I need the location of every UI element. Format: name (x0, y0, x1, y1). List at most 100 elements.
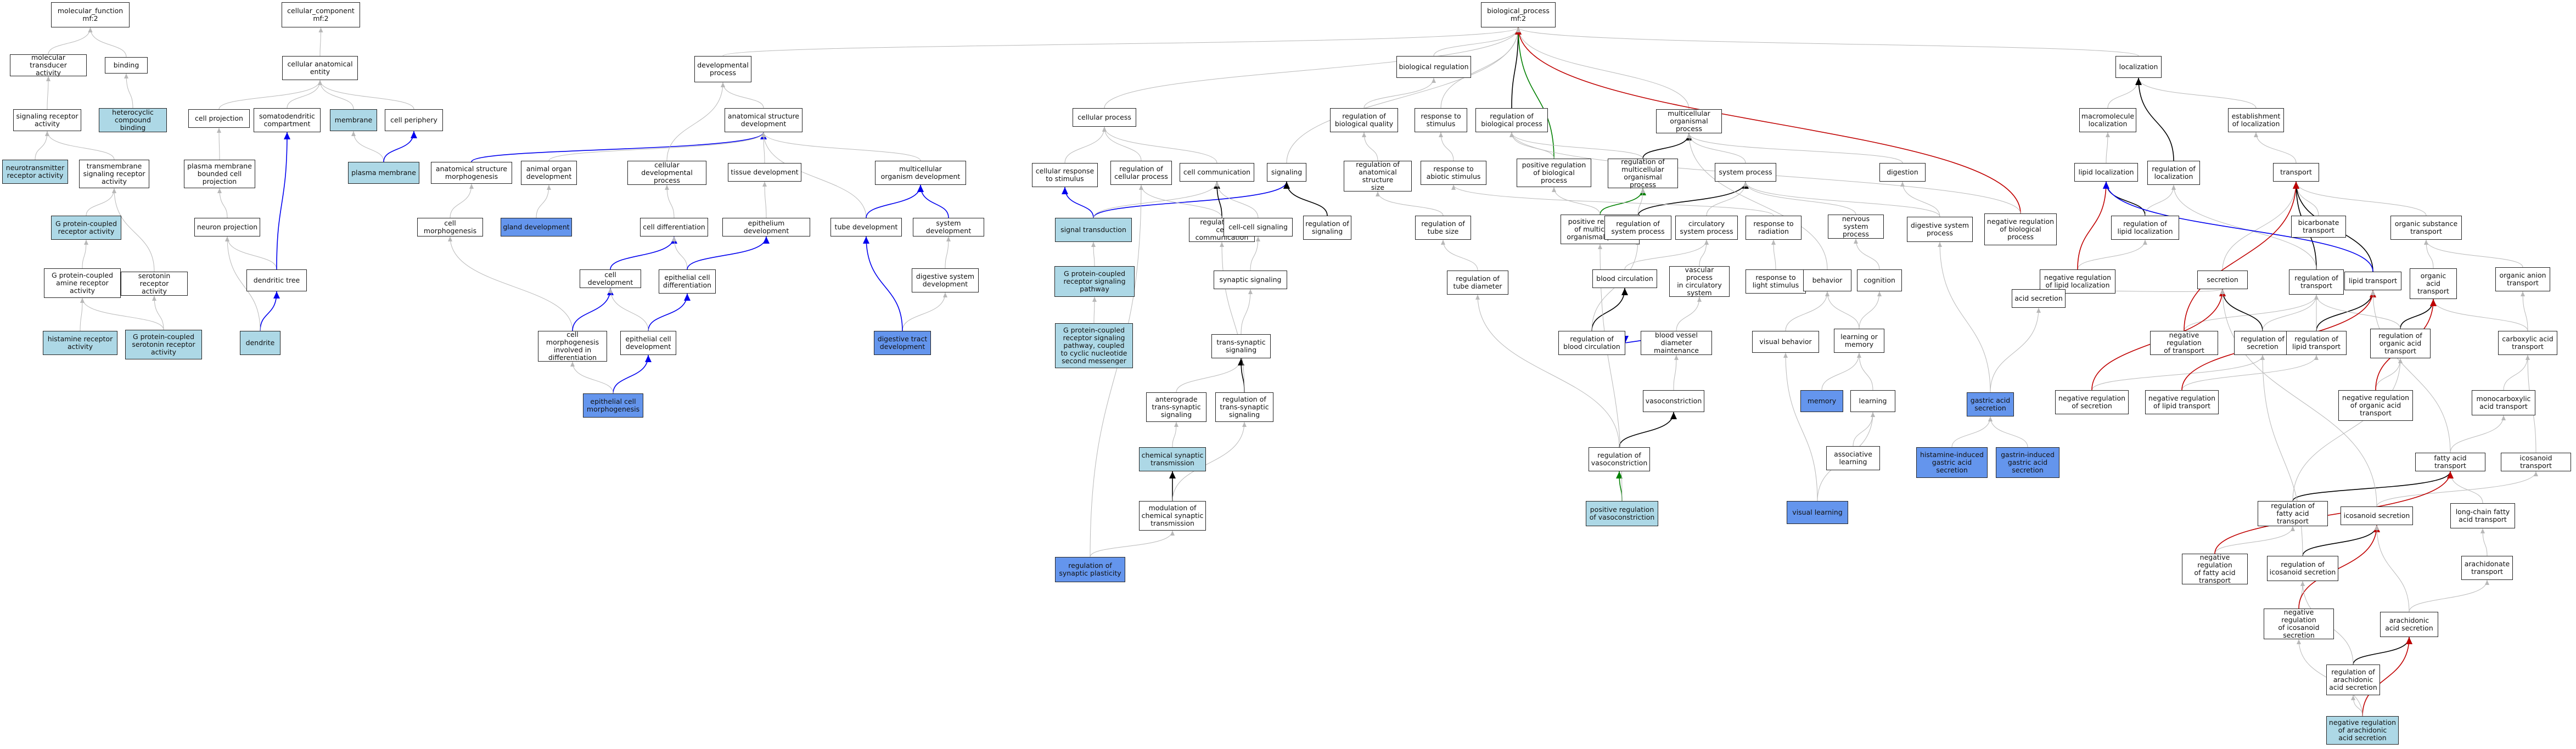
go-term-node[interactable]: somatodendritic compartment (254, 108, 321, 132)
go-term-node[interactable]: negative regulation of biological proces… (1984, 213, 2057, 245)
go-term-node[interactable]: regulation of tube diameter (1447, 271, 1508, 295)
go-term-node[interactable]: cell periphery (385, 109, 443, 131)
go-term-node[interactable]: tube development (830, 218, 902, 236)
go-term-node[interactable]: multicellular organismal process (1656, 109, 1722, 133)
go-term-node[interactable]: cellular process (1073, 108, 1136, 127)
go-term-node[interactable]: positive regulation of biological proces… (1517, 159, 1591, 187)
go-term-node[interactable]: gastrin-induced gastric acid secretion (1996, 447, 2059, 478)
go-term-node[interactable]: system development (913, 218, 984, 236)
go-term-node[interactable]: cell morphogenesis (417, 218, 483, 236)
go-term-node[interactable]: response to radiation (1746, 216, 1801, 240)
go-term-node[interactable]: negative regulation of organic acid tran… (2338, 390, 2413, 421)
go-term-node[interactable]: chemical synaptic transmission (1139, 447, 1206, 471)
go-term-node[interactable]: regulation of biological quality (1330, 108, 1398, 132)
go-term-node[interactable]: neurotransmitter receptor activity (2, 160, 68, 184)
go-term-node[interactable]: negative regulation of transport (2150, 331, 2218, 355)
go-term-node[interactable]: regulation of arachidonic acid secretion (2326, 664, 2380, 695)
go-term-node[interactable]: synaptic signaling (1214, 271, 1287, 289)
go-term-node[interactable]: lipid localization (2074, 163, 2138, 182)
go-term-node[interactable]: learning (1850, 390, 1895, 412)
go-term-node[interactable]: regulation of transport (2289, 269, 2344, 295)
go-term-node[interactable]: regulation of vasoconstriction (1589, 447, 1650, 471)
go-term-node[interactable]: regulation of multicellular organismal p… (1608, 158, 1678, 189)
go-term-node[interactable]: gastric acid secretion (1967, 392, 2014, 416)
go-term-node[interactable]: cognition (1857, 269, 1902, 291)
go-term-node[interactable]: G protein-coupled receptor activity (51, 216, 121, 240)
go-term-node[interactable]: lipid transport (2344, 272, 2401, 290)
go-term-node[interactable]: tissue development (728, 163, 801, 182)
go-term-node[interactable]: regulation of anatomical structure size (1344, 161, 1412, 192)
go-term-node[interactable]: vasoconstriction (1643, 390, 1704, 412)
go-term-node[interactable]: G protein-coupled serotonin receptor act… (125, 330, 202, 359)
go-term-node[interactable]: negative regulation of secretion (2055, 390, 2129, 414)
go-term-node[interactable]: response to stimulus (1415, 108, 1467, 132)
go-term-node[interactable]: G protein-coupled receptor signaling pat… (1055, 323, 1133, 368)
go-term-node[interactable]: digestion (1879, 163, 1926, 182)
go-term-node[interactable]: cellular_component mf:2 (282, 2, 360, 27)
go-term-node[interactable]: regulation of lipid transport (2286, 331, 2347, 355)
go-term-node[interactable]: dendrite (240, 331, 280, 355)
go-term-node[interactable]: regulation of localization (2147, 161, 2200, 185)
go-term-node[interactable]: macromolecule localization (2079, 108, 2136, 132)
go-term-node[interactable]: anatomical structure morphogenesis (431, 162, 512, 184)
go-term-node[interactable]: epithelium development (722, 218, 810, 236)
go-term-node[interactable]: regulation of signaling (1303, 216, 1351, 240)
go-term-node[interactable]: signaling receptor activity (13, 109, 81, 131)
go-term-node[interactable]: cellular response to stimulus (1032, 163, 1098, 187)
go-term-node[interactable]: cell-cell signaling (1224, 218, 1293, 236)
go-term-node[interactable]: transport (2273, 163, 2319, 182)
go-term-node[interactable]: epithelial cell morphogenesis (583, 393, 643, 418)
go-term-node[interactable]: gland development (501, 218, 572, 236)
go-term-node[interactable]: learning or memory (1834, 329, 1884, 353)
go-term-node[interactable]: anterograde trans-synaptic signaling (1146, 392, 1206, 422)
go-term-node[interactable]: regulation of system process (1604, 216, 1671, 240)
go-term-node[interactable]: transmembrane signaling receptor activit… (79, 160, 149, 188)
go-term-node[interactable]: icosanoid secretion (2341, 506, 2413, 525)
go-term-node[interactable]: arachidonate transport (2461, 556, 2513, 580)
go-term-node[interactable]: visual learning (1787, 501, 1848, 524)
go-term-node[interactable]: membrane (330, 109, 377, 131)
go-term-node[interactable]: arachidonic acid secretion (2380, 612, 2438, 637)
go-term-node[interactable]: positive regulation of vasoconstriction (1586, 501, 1658, 526)
go-term-node[interactable]: fatty acid transport (2415, 453, 2485, 471)
go-term-node[interactable]: response to abiotic stimulus (1421, 161, 1486, 185)
go-term-node[interactable]: molecular transducer activity (10, 54, 87, 77)
go-term-node[interactable]: nervous system process (1828, 215, 1884, 239)
go-term-node[interactable]: organic substance transport (2390, 216, 2462, 240)
go-term-node[interactable]: multicellular organism development (875, 161, 966, 185)
go-term-node[interactable]: animal organ development (521, 161, 577, 185)
go-term-node[interactable]: localization (2115, 56, 2162, 78)
go-term-node[interactable]: signaling (1267, 163, 1306, 182)
go-term-node[interactable]: blood vessel diameter maintenance (1641, 331, 1712, 355)
go-term-node[interactable]: negative regulation of fatty acid transp… (2182, 554, 2248, 584)
go-term-node[interactable]: binding (105, 57, 148, 74)
go-term-node[interactable]: regulation of blood circulation (1558, 331, 1625, 355)
go-term-node[interactable]: trans-synaptic signaling (1211, 334, 1271, 358)
go-term-node[interactable]: establishment of localization (2228, 108, 2284, 132)
go-term-node[interactable]: secretion (2197, 271, 2248, 289)
go-term-node[interactable]: signal transduction (1055, 218, 1132, 242)
go-term-node[interactable]: bicarbonate transport (2291, 216, 2346, 238)
go-term-node[interactable]: serotonin receptor activity (121, 272, 188, 296)
go-term-node[interactable]: histamine-induced gastric acid secretion (1916, 447, 1988, 478)
go-term-node[interactable]: molecular_function mf:2 (51, 2, 130, 27)
go-term-node[interactable]: heterocyclic compound binding (99, 108, 167, 132)
go-term-node[interactable]: negative regulation of icosanoid secreti… (2264, 609, 2334, 639)
go-term-node[interactable]: regulation of cell communication (1189, 218, 1255, 242)
go-term-node[interactable]: regulation of organic acid transport (2370, 329, 2431, 358)
go-term-node[interactable]: neuron projection (194, 218, 260, 236)
go-term-node[interactable]: blood circulation (1592, 269, 1657, 288)
go-term-node[interactable]: G protein-coupled receptor signaling pat… (1054, 266, 1135, 297)
go-term-node[interactable]: epithelial cell differentiation (659, 269, 716, 294)
go-term-node[interactable]: anatomical structure development (725, 108, 802, 132)
go-term-node[interactable]: regulation of trans-synaptic signaling (1215, 392, 1273, 422)
go-term-node[interactable]: system process (1715, 163, 1776, 182)
go-term-node[interactable]: biological regulation (1396, 56, 1471, 78)
go-term-node[interactable]: response to light stimulus (1746, 269, 1806, 294)
go-term-node[interactable]: visual behavior (1752, 331, 1819, 353)
go-term-node[interactable]: regulation of synaptic plasticity (1055, 557, 1125, 582)
go-term-node[interactable]: carboxylic acid transport (2498, 331, 2557, 355)
go-term-node[interactable]: cell development (580, 269, 641, 288)
go-term-node[interactable]: dendritic tree (246, 269, 307, 291)
go-term-node[interactable]: digestive system development (912, 268, 979, 292)
